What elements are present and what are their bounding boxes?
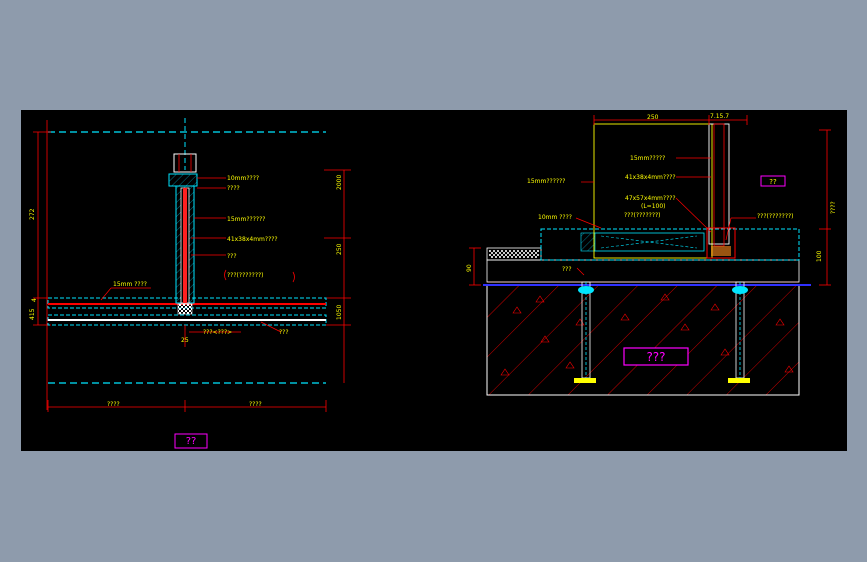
floor-white-line <box>48 319 326 321</box>
right-tag-box <box>760 175 786 187</box>
left-title: ?? <box>186 436 197 447</box>
label-base-right: ??? <box>279 329 289 336</box>
concrete-label: ??? <box>646 350 665 364</box>
label-tube-right: 41x38x4mm???? <box>625 174 676 181</box>
post-cap <box>168 173 198 187</box>
concrete-aggregate <box>500 293 794 376</box>
left-detail-view: 272 4 415 2000 250 1050 <box>29 118 351 449</box>
label-glass-15: 15mm?????? <box>227 216 265 223</box>
label-sealant: ???(???????) <box>227 272 264 279</box>
label-foam: ??? <box>562 266 572 273</box>
railing-frame <box>593 123 713 259</box>
label-anchor-bolt: ???(???????) <box>624 212 661 219</box>
concrete-label-box <box>623 347 689 366</box>
cad-drawing: 272 4 415 2000 250 1050 <box>29 113 837 449</box>
dim-right-h2: 100 <box>816 250 823 262</box>
dim-right-low: 1050 <box>336 305 343 320</box>
screed-layer <box>486 259 800 283</box>
post-glass <box>183 188 187 303</box>
dim-small-label: 4 <box>31 298 38 302</box>
dim-right-h1: ???? <box>830 201 837 214</box>
dim-top-small: 7.15.7 <box>710 113 729 120</box>
concrete-foundation <box>486 284 800 396</box>
post-base-plate <box>177 303 193 315</box>
label-clip: ???? <box>227 185 240 192</box>
label-anchor: ??? <box>227 253 237 260</box>
label-glass-top: 10mm???? <box>227 175 259 182</box>
right-detail-view: 250 7.15.7 90 ???? 100 15mm????? 15mm???… <box>466 113 837 396</box>
dim-bottom-left: ???? <box>107 401 120 408</box>
dim-post-width: 25 <box>181 337 189 344</box>
cad-drawing-canvas: 272 4 415 2000 250 1050 <box>21 110 847 451</box>
label-floor-glass: 15mm ???? <box>113 281 147 288</box>
left-title-box <box>174 433 208 449</box>
glass-shoe <box>706 227 736 259</box>
label-glass-15b: 15mm????? <box>630 155 665 162</box>
label-angle: 47x57x4mm???? <box>625 195 676 202</box>
dim-right-mid: 250 <box>336 243 343 255</box>
glass-floor-panel <box>540 228 800 261</box>
post-top-box <box>173 153 197 173</box>
label-glass-15-right: 15mm?????? <box>527 178 565 185</box>
right-tag: ?? <box>769 178 777 186</box>
anchor-bolt-left <box>574 281 596 383</box>
label-base-note: ???<???> <box>203 329 232 336</box>
label-tube: 41x38x4mm???? <box>227 236 278 243</box>
dim-top-250: 250 <box>647 114 659 121</box>
anchor-bolt-right <box>728 281 750 383</box>
dim-height-label: 272 <box>29 208 36 220</box>
label-sealant-right: ???(???????) <box>757 213 794 220</box>
label-angle-len: (L=100) <box>641 203 666 210</box>
dim-small2-label: 415 <box>29 308 36 320</box>
dim-bottom-right: ???? <box>249 401 262 408</box>
label-glass-10: 10mm ???? <box>538 214 572 221</box>
dim-right-top: 2000 <box>336 175 343 190</box>
glass-floor-inner <box>593 232 705 252</box>
dim-left-90: 90 <box>466 264 473 272</box>
